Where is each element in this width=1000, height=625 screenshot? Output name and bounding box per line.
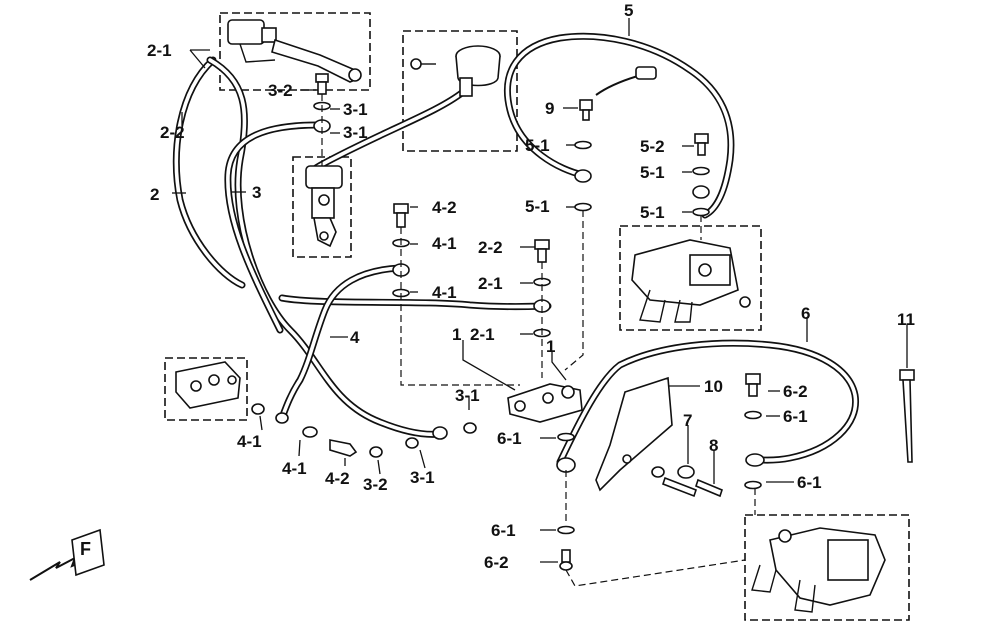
label-6-1-bot: 6-1 bbox=[491, 521, 516, 540]
union-5-b bbox=[692, 185, 710, 199]
label-2-1-mid-a: 2-1 bbox=[478, 274, 503, 293]
rear-master-cylinder-box bbox=[402, 30, 518, 152]
union-6 bbox=[745, 453, 765, 467]
label-2-1-mid-b: 2-1 bbox=[470, 325, 495, 344]
label-3-2-top: 3-2 bbox=[268, 81, 293, 100]
label-1-right: 1 bbox=[546, 337, 556, 356]
foot-master-cylinder-box bbox=[292, 156, 352, 258]
label-4-1-d: 4-1 bbox=[282, 459, 307, 478]
label-6-1-b: 6-1 bbox=[783, 407, 808, 426]
brake-fluid-reservoir bbox=[410, 45, 501, 97]
handlebar-master-cylinder-box bbox=[219, 12, 371, 91]
brake-light-switch-9 bbox=[579, 99, 593, 121]
label-1-left: 1 bbox=[452, 325, 462, 344]
brake-hose-5 bbox=[503, 32, 735, 219]
front-marker-letter: F bbox=[80, 539, 91, 559]
label-2-2-mid: 2-2 bbox=[478, 238, 503, 257]
brake-hose-6 bbox=[556, 339, 860, 466]
label-3-1-c: 3-1 bbox=[455, 386, 480, 405]
brake-switch-wire bbox=[595, 66, 657, 96]
label-3-1-bot: 3-1 bbox=[410, 468, 435, 487]
label-5-1-b: 5-1 bbox=[525, 197, 550, 216]
banjo-bolt-6-2-right bbox=[745, 373, 761, 397]
banjo-bolt-5-2 bbox=[694, 133, 709, 156]
proportioning-valve bbox=[175, 361, 241, 409]
label-4-1-a: 4-1 bbox=[432, 234, 457, 253]
front-left-caliper bbox=[631, 239, 751, 323]
brake-hose-4-lower bbox=[278, 264, 404, 422]
bolt-nut-pair bbox=[651, 466, 698, 498]
washer-5-1-c bbox=[692, 166, 710, 176]
label-4: 4 bbox=[350, 328, 360, 347]
label-11: 11 bbox=[897, 310, 915, 329]
lower-row-parts bbox=[251, 403, 477, 458]
label-6-2-bot: 6-2 bbox=[484, 553, 509, 572]
label-4-2-top: 4-2 bbox=[432, 198, 457, 217]
front-direction-marker bbox=[29, 528, 105, 581]
union-5 bbox=[574, 169, 592, 183]
label-5-1-a: 5-1 bbox=[525, 136, 550, 155]
label-5-1-d: 5-1 bbox=[640, 203, 665, 222]
label-10: 10 bbox=[704, 377, 723, 396]
label-5: 5 bbox=[624, 1, 634, 20]
label-2: 2 bbox=[150, 185, 160, 204]
banjo-bolt-2-2-mid bbox=[534, 239, 550, 263]
label-3: 3 bbox=[252, 183, 262, 202]
label-6-1-a: 6-1 bbox=[497, 429, 522, 448]
label-6-1-c: 6-1 bbox=[797, 473, 822, 492]
label-7: 7 bbox=[683, 411, 693, 430]
front-left-caliper-box bbox=[619, 225, 762, 331]
washer-6-1-right-a bbox=[744, 410, 762, 420]
label-3-1-b: 3-1 bbox=[343, 123, 368, 142]
washer-6-1-right-b bbox=[744, 480, 762, 490]
label-3-1-a: 3-1 bbox=[343, 100, 368, 119]
front-right-caliper-box bbox=[744, 514, 910, 621]
rear-master-pipe bbox=[312, 88, 467, 172]
brake-hose-2-upper bbox=[206, 56, 444, 438]
label-4-1-c: 4-1 bbox=[237, 432, 262, 451]
label-8: 8 bbox=[709, 436, 719, 455]
washer-6-1-mid bbox=[557, 432, 575, 442]
label-6-2-right: 6-2 bbox=[783, 382, 808, 401]
brake-hose-4 bbox=[278, 294, 552, 311]
washer-5-1-b bbox=[574, 202, 592, 212]
label-5-2: 5-2 bbox=[640, 137, 665, 156]
front-right-caliper bbox=[751, 527, 886, 613]
bolt-6-2-bot bbox=[559, 549, 573, 571]
foot-master-cylinder bbox=[305, 165, 343, 248]
label-4-1-b: 4-1 bbox=[432, 283, 457, 302]
washer-5-1-d bbox=[692, 207, 710, 217]
label-2-2: 2-2 bbox=[160, 123, 185, 142]
handlebar-master-cylinder bbox=[227, 19, 362, 83]
label-3-2-bot: 3-2 bbox=[363, 475, 388, 494]
washer-7 bbox=[677, 465, 695, 479]
label-9: 9 bbox=[545, 99, 555, 118]
bolt-8 bbox=[695, 478, 723, 498]
brake-hose-2 bbox=[172, 56, 246, 289]
washer-5-1-a bbox=[574, 140, 592, 150]
label-4-2-bot: 4-2 bbox=[325, 469, 350, 488]
label-2-1-top: 2-1 bbox=[147, 41, 172, 60]
proportioning-valve-box bbox=[164, 357, 248, 421]
label-5-1-c: 5-1 bbox=[640, 163, 665, 182]
banjo-bolt-4-2-top bbox=[393, 203, 409, 228]
cable-tie-11 bbox=[899, 369, 915, 463]
union-6-mid bbox=[556, 457, 576, 473]
label-6: 6 bbox=[801, 304, 811, 323]
brake-hose-3 bbox=[224, 121, 322, 334]
three-way-joint-1 bbox=[507, 383, 583, 423]
banjo-bolt-3-2-top bbox=[315, 73, 329, 95]
washer-6-1-bot bbox=[557, 525, 575, 535]
